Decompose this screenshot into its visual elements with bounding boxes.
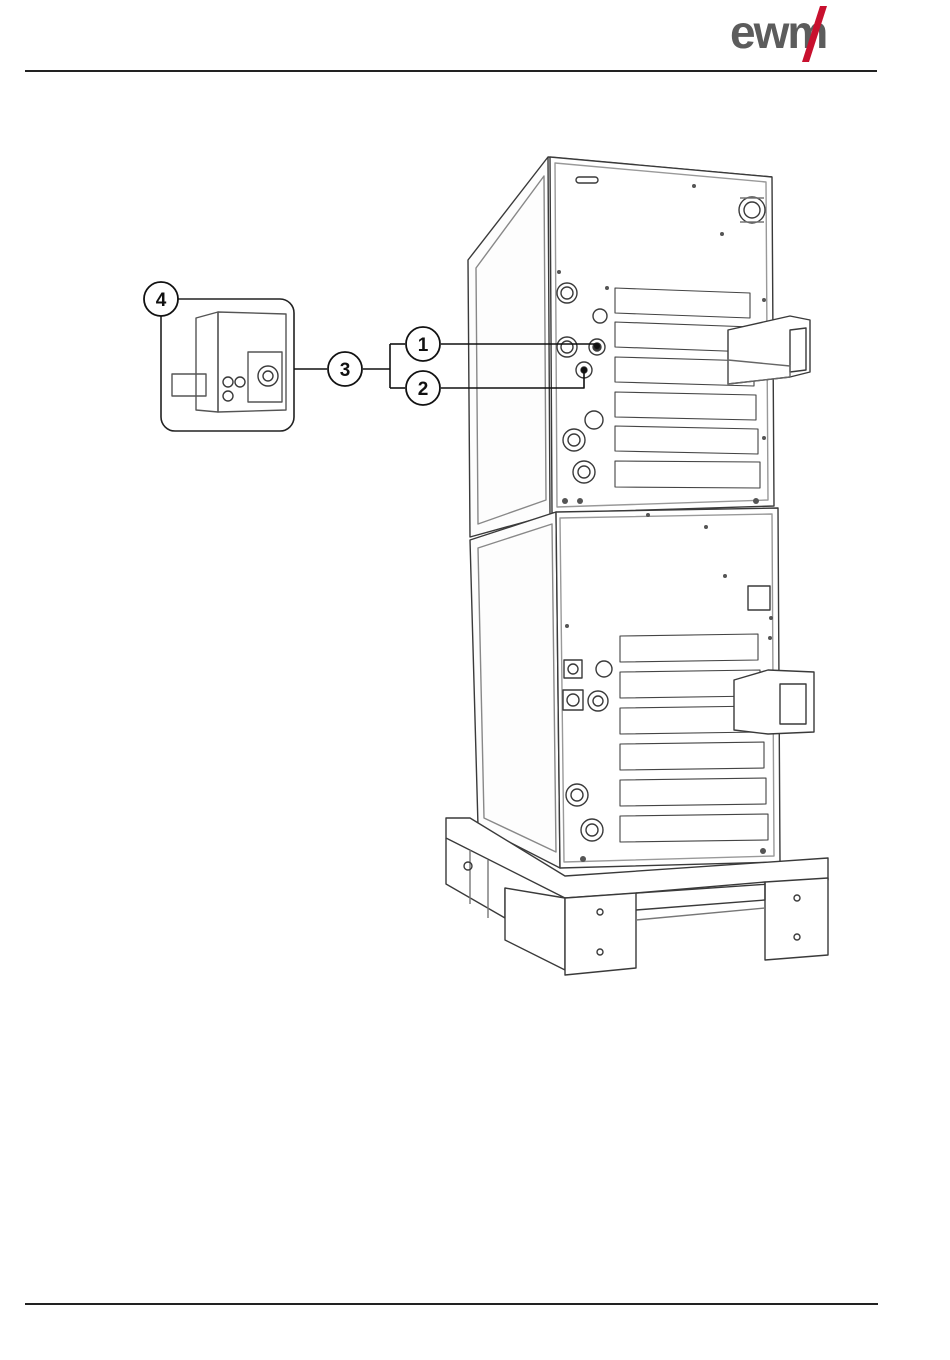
- callout-3: 3: [328, 352, 362, 386]
- callout-3-label: 3: [340, 360, 351, 381]
- callout-1: 1: [406, 327, 440, 361]
- callout-4-label: 4: [156, 290, 167, 311]
- callout-4: 4: [144, 282, 178, 316]
- callout-2-label: 2: [418, 379, 429, 400]
- lower-unit: [470, 508, 814, 868]
- upper-unit: [468, 157, 810, 537]
- callout-2: 2: [406, 371, 440, 405]
- footer-rule: [25, 1303, 878, 1305]
- callout-1-label: 1: [418, 335, 429, 356]
- inset-detail: [161, 299, 294, 431]
